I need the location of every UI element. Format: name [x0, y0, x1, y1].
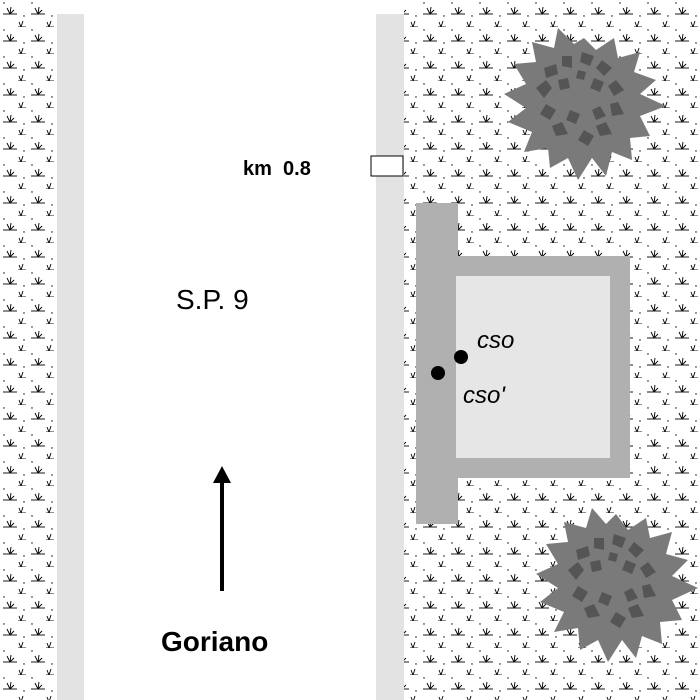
tree-icon: [504, 28, 666, 180]
road-surface: [84, 0, 376, 700]
km-label: km 0.8: [243, 158, 311, 180]
station-cso-prime-dot: [431, 366, 445, 380]
station-cso-prime-label: cso': [463, 382, 506, 409]
station-cso-dot: [454, 350, 468, 364]
vegetation-left: [0, 0, 57, 700]
building: [416, 203, 630, 524]
north-arrow-icon: [213, 466, 231, 591]
road-edge-right: [376, 14, 404, 700]
station-cso-label: cso: [477, 327, 514, 354]
building-inner: [456, 276, 610, 458]
km-marker-icon: [370, 155, 404, 177]
road-name: S.P. 9: [176, 284, 249, 315]
destination-label: Goriano: [161, 626, 268, 657]
tree-icon: [536, 508, 698, 662]
road-edge-left: [57, 14, 84, 700]
